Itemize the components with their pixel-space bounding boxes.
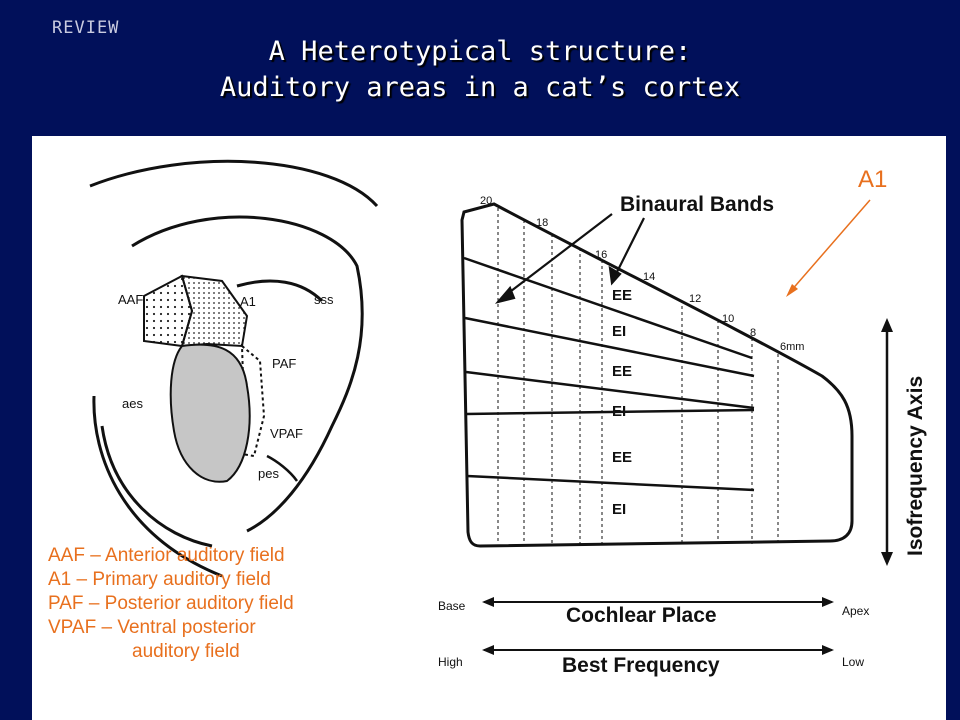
isofrequency-axis: Isofrequency Axis — [881, 318, 927, 566]
cochlear-base-label: Base — [438, 599, 466, 613]
title-line-2: Auditory areas in a cat’s cortex — [219, 72, 741, 103]
label-a1: A1 — [240, 294, 256, 309]
tick-8: 8 — [750, 327, 756, 339]
legend-line-aaf: AAF – Anterior auditory field — [48, 545, 285, 566]
figure-panel: AAF A1 sss PAF aes VPAF pes — [32, 136, 946, 720]
tick-14: 14 — [643, 271, 655, 283]
tick-18: 18 — [536, 217, 548, 229]
cochlear-place-axis: Base Apex Cochlear Place — [438, 597, 869, 627]
label-paf: PAF — [272, 356, 296, 371]
review-tag: REVIEW — [52, 18, 120, 38]
label-sss: sss — [314, 292, 334, 307]
figure-svg: AAF A1 sss PAF aes VPAF pes — [89, 159, 927, 677]
tick-12: 12 — [689, 293, 701, 305]
band-ei-1: EI — [612, 323, 626, 340]
legend-line-vpaf: VPAF – Ventral posterior — [48, 617, 256, 638]
label-aaf: AAF — [118, 292, 143, 307]
label-vpaf: VPAF — [270, 426, 303, 441]
a1-outline — [460, 202, 854, 548]
band-ei-2: EI — [612, 403, 626, 420]
a1-map: Binaural Bands 20 18 16 14 12 10 8 6mm E… — [438, 193, 927, 677]
tick-10: 10 — [722, 313, 734, 325]
ectosylvian-gyrus-outline — [131, 215, 364, 533]
cochlear-apex-label: Apex — [842, 604, 869, 618]
binaural-arrows — [494, 213, 645, 304]
band-labels: EE EI EE EI EE EI — [612, 287, 632, 518]
band-lines — [463, 256, 755, 492]
tick-20: 20 — [480, 195, 492, 207]
a1-region — [180, 274, 249, 348]
title-line-1: A Heterotypical structure: — [268, 36, 692, 67]
aes-sulcus-region — [169, 343, 251, 483]
sss-sulcus — [236, 279, 324, 303]
brain-labels: AAF A1 sss PAF aes VPAF pes — [118, 292, 334, 481]
abbreviation-legend: AAF – Anterior auditory field A1 – Prima… — [48, 544, 294, 664]
label-pes: pes — [258, 466, 279, 481]
distance-ticks: 20 18 16 14 12 10 8 6mm — [480, 195, 804, 353]
a1-pointer-arrow — [786, 199, 871, 297]
best-frequency-axis: High Low Best Frequency — [438, 645, 864, 677]
brain-diagram — [89, 159, 379, 578]
cortex-outline — [89, 159, 379, 578]
legend-line-vpaf-cont: auditory field — [132, 641, 240, 662]
a1-annotation-label: A1 — [858, 166, 888, 193]
cochlear-place-label: Cochlear Place — [566, 604, 717, 627]
label-aes: aes — [122, 396, 143, 411]
tick-16: 16 — [595, 249, 607, 261]
band-ei-3: EI — [612, 501, 626, 518]
lower-outline — [100, 425, 213, 548]
band-ee-2: EE — [612, 363, 632, 380]
binaural-bands-label: Binaural Bands — [620, 193, 774, 216]
band-ee-1: EE — [612, 287, 632, 304]
slide-title: A Heterotypical structure: Auditory area… — [0, 34, 960, 106]
freq-low-label: Low — [842, 655, 864, 669]
tick-6mm: 6mm — [780, 341, 804, 353]
best-frequency-label: Best Frequency — [562, 654, 720, 677]
legend-line-a1: A1 – Primary auditory field — [48, 569, 271, 590]
isofrequency-lines — [497, 208, 779, 544]
legend-line-paf: PAF – Posterior auditory field — [48, 593, 294, 614]
band-ee-3: EE — [612, 449, 632, 466]
pes-sulcus — [266, 454, 299, 482]
freq-high-label: High — [438, 655, 463, 669]
isofrequency-axis-label: Isofrequency Axis — [904, 376, 927, 556]
